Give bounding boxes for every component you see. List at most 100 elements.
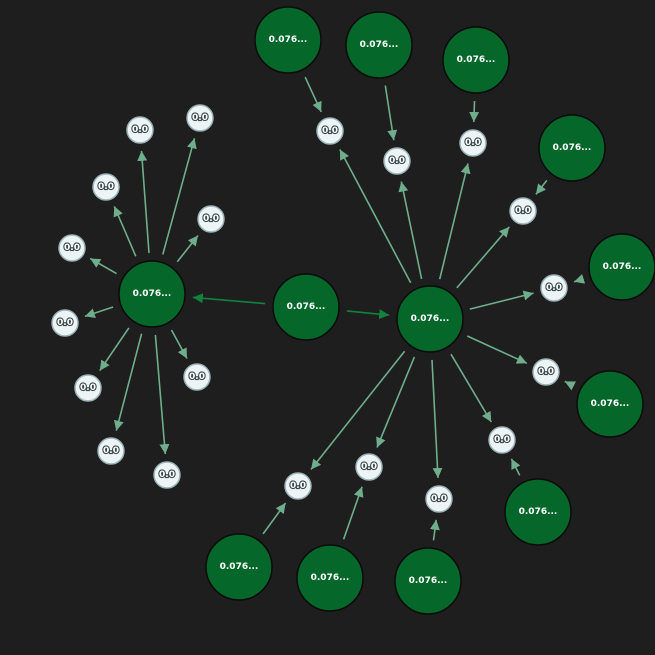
node-value-label: 0.0 <box>389 156 405 166</box>
small-node-l10[interactable]: 0.0 <box>153 461 181 489</box>
big-node-g9[interactable]: 0.076... <box>296 544 364 612</box>
edge-arrow-g9-to-r9 <box>342 486 364 540</box>
small-node-l7[interactable]: 0.0 <box>183 363 211 391</box>
big-node-hub-left[interactable]: 0.076... <box>118 260 186 328</box>
node-value-label: 0.0 <box>132 125 148 135</box>
node-value-label: 0.0 <box>64 243 80 253</box>
node-value-label: 0.0 <box>192 113 208 123</box>
edge-arrow-g3-to-r3 <box>469 100 480 123</box>
edge-arrow-g1-to-r1 <box>304 76 322 113</box>
node-value-label: 0.0 <box>203 214 219 224</box>
small-node-l6[interactable]: 0.0 <box>51 309 79 337</box>
small-node-r4[interactable]: 0.0 <box>509 197 537 225</box>
node-circle <box>488 426 516 454</box>
node-value-label: 0.0 <box>290 481 306 491</box>
big-node-g4[interactable]: 0.076... <box>538 114 606 182</box>
small-node-l1[interactable]: 0.0 <box>126 116 154 144</box>
small-node-l5[interactable]: 0.0 <box>58 234 86 262</box>
edge-arrow-hub-right-to-r7 <box>450 353 492 423</box>
small-node-r6[interactable]: 0.0 <box>532 358 560 386</box>
node-circle <box>396 285 464 353</box>
big-node-hub-right[interactable]: 0.076... <box>396 285 464 353</box>
node-circle <box>118 260 186 328</box>
edge-arrow-hub-right-to-r10 <box>310 350 406 470</box>
node-circle <box>509 197 537 225</box>
node-circle <box>126 116 154 144</box>
node-circle <box>296 544 364 612</box>
node-value-label: 0.076... <box>360 40 399 50</box>
node-value-label: 0.0 <box>103 446 119 456</box>
small-node-l2[interactable]: 0.0 <box>186 104 214 132</box>
node-value-label: 0.076... <box>409 576 448 586</box>
node-value-label: 0.0 <box>57 318 73 328</box>
edge-arrow-hub-right-to-r3 <box>438 163 471 280</box>
edge-arrow-center-to-hub-left <box>192 293 266 305</box>
node-circle <box>284 472 312 500</box>
node-circle <box>205 533 273 601</box>
edges-layer <box>84 76 586 541</box>
node-value-label: 0.076... <box>519 507 558 517</box>
edge-arrow-g6-to-r6 <box>564 380 576 391</box>
node-circle <box>588 233 655 301</box>
edge-arrow-hub-right-to-r6 <box>466 335 528 365</box>
small-node-r7[interactable]: 0.0 <box>488 426 516 454</box>
node-circle <box>97 437 125 465</box>
node-circle <box>532 358 560 386</box>
node-circle <box>197 205 225 233</box>
small-node-l8[interactable]: 0.0 <box>74 374 102 402</box>
node-circle <box>394 547 462 615</box>
node-circle <box>183 363 211 391</box>
small-node-l4[interactable]: 0.0 <box>197 205 225 233</box>
node-circle <box>316 117 344 145</box>
big-node-g6[interactable]: 0.076... <box>576 370 644 438</box>
node-circle <box>254 6 322 74</box>
edge-arrow-hub-right-to-r9 <box>376 356 416 448</box>
small-node-r3[interactable]: 0.0 <box>459 129 487 157</box>
small-node-r5[interactable]: 0.0 <box>540 274 568 302</box>
node-value-label: 0.0 <box>494 435 510 445</box>
edge-arrow-hub-left-to-l2 <box>162 138 197 255</box>
edge-arrow-g8-to-r8 <box>429 519 440 541</box>
node-value-label: 0.076... <box>457 55 496 65</box>
node-value-label: 0.076... <box>220 562 259 572</box>
node-circle <box>58 234 86 262</box>
node-value-label: 0.076... <box>411 314 450 324</box>
node-value-label: 0.076... <box>269 35 308 45</box>
small-node-l9[interactable]: 0.0 <box>97 437 125 465</box>
node-circle <box>186 104 214 132</box>
node-value-label: 0.0 <box>159 470 175 480</box>
big-node-center[interactable]: 0.076... <box>272 273 340 341</box>
small-node-r10[interactable]: 0.0 <box>284 472 312 500</box>
small-node-r2[interactable]: 0.0 <box>383 147 411 175</box>
big-node-g3[interactable]: 0.076... <box>442 26 510 94</box>
node-circle <box>355 453 383 481</box>
node-circle <box>74 374 102 402</box>
node-circle <box>425 485 453 513</box>
node-value-label: 0.076... <box>553 143 592 153</box>
edge-arrow-hub-right-to-r1 <box>339 149 412 284</box>
small-node-r9[interactable]: 0.0 <box>355 453 383 481</box>
edge-arrow-hub-right-to-r2 <box>398 181 423 280</box>
node-circle <box>459 129 487 157</box>
small-node-r1[interactable]: 0.0 <box>316 117 344 145</box>
node-value-label: 0.076... <box>133 289 172 299</box>
big-node-g2[interactable]: 0.076... <box>345 11 413 79</box>
big-node-g8[interactable]: 0.076... <box>394 547 462 615</box>
node-value-label: 0.0 <box>80 383 96 393</box>
node-circle <box>540 274 568 302</box>
node-circle <box>272 273 340 341</box>
node-circle <box>576 370 644 438</box>
edge-arrow-g10-to-r10 <box>262 502 287 535</box>
node-value-label: 0.0 <box>431 494 447 504</box>
node-value-label: 0.0 <box>465 138 481 148</box>
node-circle <box>51 309 79 337</box>
edge-arrow-g5-to-r5 <box>573 274 586 284</box>
big-node-g5[interactable]: 0.076... <box>588 233 655 301</box>
small-node-l3[interactable]: 0.0 <box>92 173 120 201</box>
big-node-g10[interactable]: 0.076... <box>205 533 273 601</box>
big-node-g1[interactable]: 0.076... <box>254 6 322 74</box>
small-node-r8[interactable]: 0.0 <box>425 485 453 513</box>
edge-arrow-hub-left-to-l3 <box>113 205 137 257</box>
node-value-label: 0.076... <box>591 399 630 409</box>
big-node-g7[interactable]: 0.076... <box>504 478 572 546</box>
